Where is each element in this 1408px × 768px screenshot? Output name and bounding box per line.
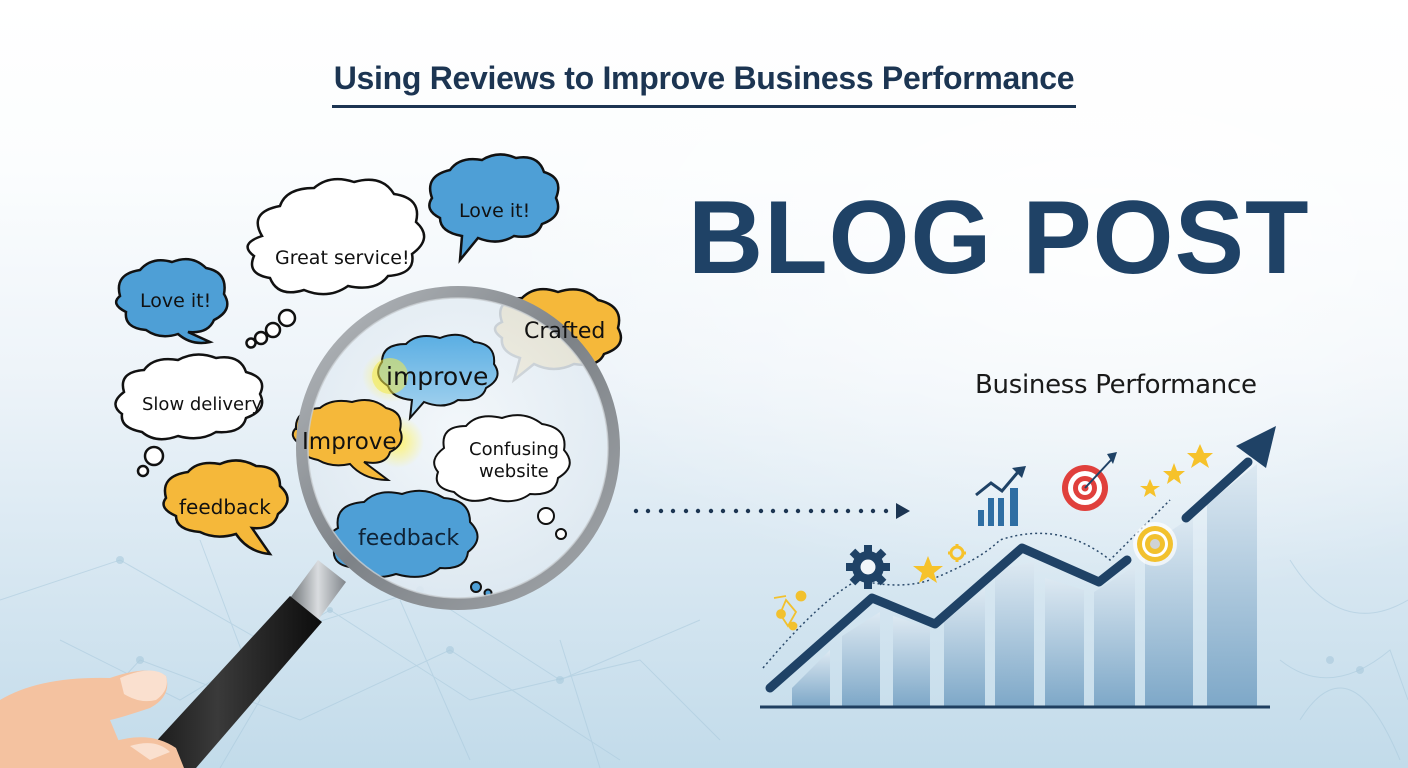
target-dart-icon [1062, 452, 1117, 511]
bubble-text-love-it-left: Love it! [140, 290, 212, 312]
coin-target-icon [1133, 522, 1177, 566]
network-icon [773, 590, 807, 631]
magnified-text-confusing: Confusing [469, 439, 559, 460]
bubble-text-feedback-yellow: feedback [179, 495, 271, 519]
bubble-text-slow-delivery: Slow delivery [142, 394, 263, 415]
header: Using Reviews to Improve Business Perfor… [0, 60, 1408, 108]
magnifying-glass [132, 286, 620, 768]
bubble-love-it-top [428, 153, 560, 264]
magnified-text-improve-yellow: Improve [302, 429, 397, 455]
bubble-text-crafted: Crafted [524, 319, 606, 344]
magnified-text-feedback-blue: feedback [358, 526, 460, 551]
chart-title: Business Performance [975, 370, 1257, 400]
bubble-text-love-it-top: Love it! [459, 200, 531, 222]
small-gear-icon [948, 544, 966, 562]
hand [0, 670, 184, 768]
bar-chart-trend-icon [975, 466, 1026, 526]
performance-chart [760, 426, 1276, 709]
gear-icon [846, 545, 890, 589]
page-title: Using Reviews to Improve Business Perfor… [331, 60, 1077, 108]
bubble-feedback-yellow [162, 459, 289, 556]
bubble-slow-delivery [114, 353, 264, 478]
bubble-text-great-service: Great service! [275, 247, 410, 269]
hero-title: BLOG POST [688, 180, 1310, 296]
star-icon [913, 556, 943, 583]
bubble-great-service [245, 177, 426, 349]
magnified-text-website: website [479, 461, 549, 482]
three-stars-icon [1140, 444, 1213, 497]
dotted-arrow [633, 503, 910, 519]
bubble-love-it-left [114, 257, 229, 345]
magnifier-handle [132, 560, 346, 768]
magnified-text-improve-blue: improve [386, 362, 489, 391]
